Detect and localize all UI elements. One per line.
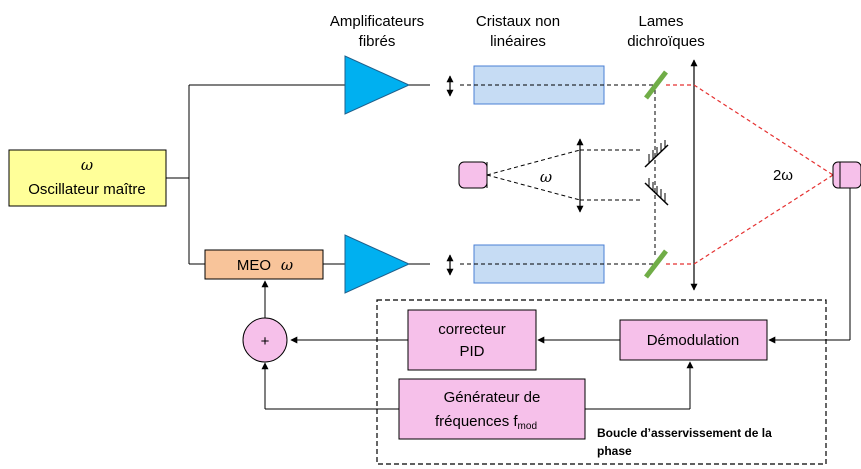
pid-corrector-box	[407, 309, 537, 371]
red-beam-top-converge	[693, 84, 834, 176]
bottom-amplifier-triangle	[344, 234, 411, 294]
demodulation-box	[619, 319, 768, 361]
frequency-generator-box	[398, 378, 586, 440]
crystals-label-line2: linéaires	[490, 33, 546, 50]
loop-title-line2: phase	[597, 444, 632, 458]
amplifiers-label-line1: Amplificateurs	[330, 13, 424, 30]
generator-label-line1: Générateur de	[444, 389, 541, 406]
meo-label: MEO	[237, 257, 271, 274]
dichroic-label-line1: Lames	[638, 13, 683, 30]
bottom-dichroic-mirror	[644, 249, 668, 279]
lower-hatched-mirror	[644, 178, 669, 206]
generator-label-line2: fréquences fmod	[435, 413, 537, 432]
upper-hatched-mirror	[644, 140, 669, 168]
pid-label-line2: PID	[459, 343, 484, 360]
demodulation-label: Démodulation	[647, 332, 740, 349]
crystals-label-line1: Cristaux non	[476, 13, 560, 30]
oscillator-label: Oscillateur maître	[28, 181, 146, 198]
red-beam-bottom-converge	[693, 174, 834, 265]
center-photodiode	[458, 161, 488, 189]
meo-omega: ω	[281, 256, 293, 274]
top-dichroic-mirror	[644, 70, 668, 100]
phase-lock-loop-frame	[376, 299, 827, 465]
right-photodiode	[832, 161, 861, 189]
omega-ray-lower	[486, 174, 581, 201]
meo-modulator-box	[204, 249, 324, 280]
two-omega-label: 2ω	[773, 167, 793, 184]
amplifiers-label-line2: fibrés	[359, 33, 396, 50]
sum-symbol: +	[261, 333, 270, 350]
pid-label-line1: correcteur	[438, 321, 506, 338]
omega-center-label: ω	[540, 168, 552, 186]
omega-ray-upper	[486, 149, 581, 176]
dichroic-label-line2: dichroïques	[627, 33, 705, 50]
master-oscillator-box	[8, 149, 167, 207]
loop-title-line1: Boucle d’asservissement de la	[597, 426, 772, 440]
top-amplifier-triangle	[344, 55, 411, 115]
oscillator-omega: ω	[81, 156, 93, 174]
